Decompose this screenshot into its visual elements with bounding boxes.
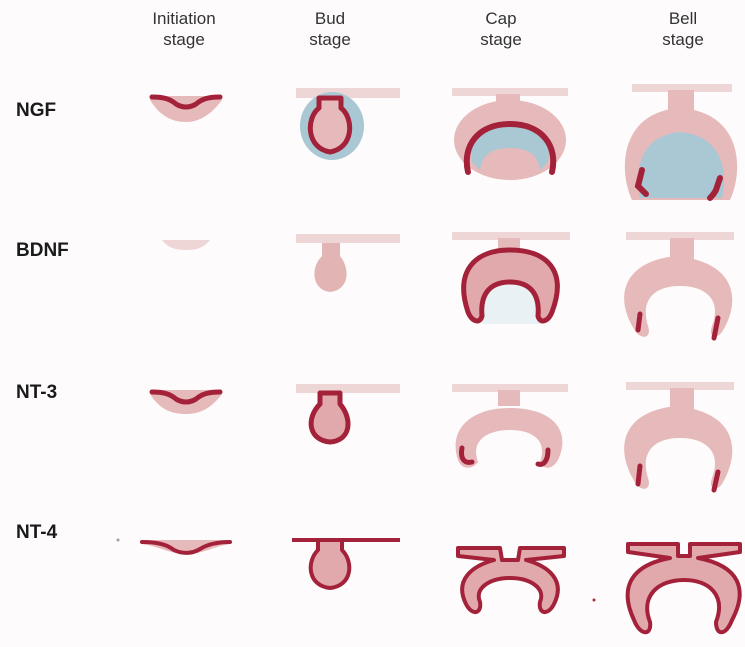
bdnf-bud: [296, 234, 400, 292]
ngf-bud: [296, 88, 400, 160]
ngf-bell: [625, 84, 737, 200]
nt4-bell: [628, 544, 740, 632]
bdnf-bell: [624, 232, 734, 338]
nt4-bud: [292, 540, 400, 588]
nt3-bud: [296, 384, 400, 442]
nt3-bell: [624, 382, 734, 490]
nt4-initiation: [142, 540, 230, 554]
nt3-initiation: [150, 390, 222, 414]
speck: [593, 599, 596, 602]
nt4-cap: [458, 546, 564, 612]
bdnf-initiation: [162, 240, 210, 250]
nt3-cap: [452, 384, 568, 468]
ngf-initiation: [150, 96, 222, 122]
speck: [117, 539, 120, 542]
ngf-cap: [452, 88, 568, 180]
bdnf-cap: [452, 232, 570, 324]
